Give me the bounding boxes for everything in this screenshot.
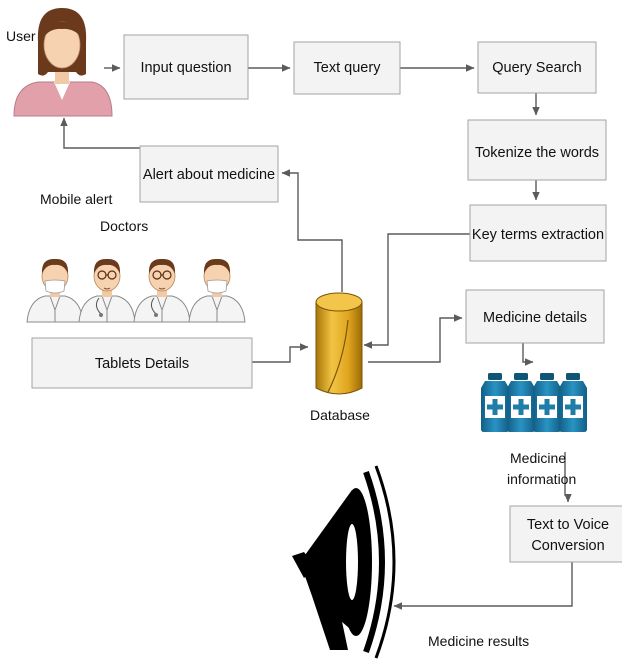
medicine-bottle-icon-4: [559, 373, 587, 432]
text-query-box: Text query: [293, 41, 401, 95]
text-to-voice-label-line1: Text to Voice: [527, 517, 609, 533]
text-to-voice-label-line2: Conversion: [531, 538, 604, 554]
doctor-icon-4: [189, 259, 245, 322]
medicine-information-label-line2: information: [507, 471, 576, 487]
doctors-label: Doctors: [100, 218, 148, 234]
megaphone-icon: [292, 465, 396, 659]
medicine-bottle-icon-2: [507, 373, 535, 432]
text-query-label: Text query: [314, 60, 382, 76]
medicine-information-label-line1: Medicine: [510, 450, 566, 466]
key-terms-label: Key terms extraction: [472, 227, 604, 243]
tokenize-label: Tokenize the words: [475, 145, 599, 161]
input-question-box: Input question: [123, 34, 249, 100]
user-label: User: [6, 28, 36, 44]
medicine-bottle-icon-3: [533, 373, 561, 432]
connectors: [60, 64, 573, 610]
medicine-details-label: Medicine details: [483, 310, 587, 326]
alert-medicine-label: Alert about medicine: [143, 167, 275, 183]
query-search-box: Query Search: [477, 41, 597, 94]
key-terms-box: Key terms extraction: [469, 204, 607, 262]
text-to-voice-box: Text to Voice Conversion: [509, 505, 622, 563]
input-question-label: Input question: [140, 60, 231, 76]
doctor-icon-3: [134, 259, 190, 322]
doctor-icon-2: [79, 259, 135, 322]
user-avatar-icon: [13, 8, 113, 117]
medicine-bottle-icon-1: [481, 373, 509, 432]
database-label: Database: [310, 407, 370, 423]
medicine-details-box: Medicine details: [465, 289, 605, 344]
doctor-icon-1: [27, 259, 83, 322]
query-search-label: Query Search: [492, 60, 581, 76]
database-cylinder-icon: [315, 292, 363, 395]
mobile-alert-label: Mobile alert: [40, 191, 112, 207]
tablets-details-box: Tablets Details: [31, 337, 253, 389]
alert-medicine-box: Alert about medicine: [139, 145, 279, 203]
medicine-results-label: Medicine results: [428, 633, 529, 649]
tablets-details-label: Tablets Details: [95, 356, 189, 372]
tokenize-box: Tokenize the words: [467, 119, 607, 181]
